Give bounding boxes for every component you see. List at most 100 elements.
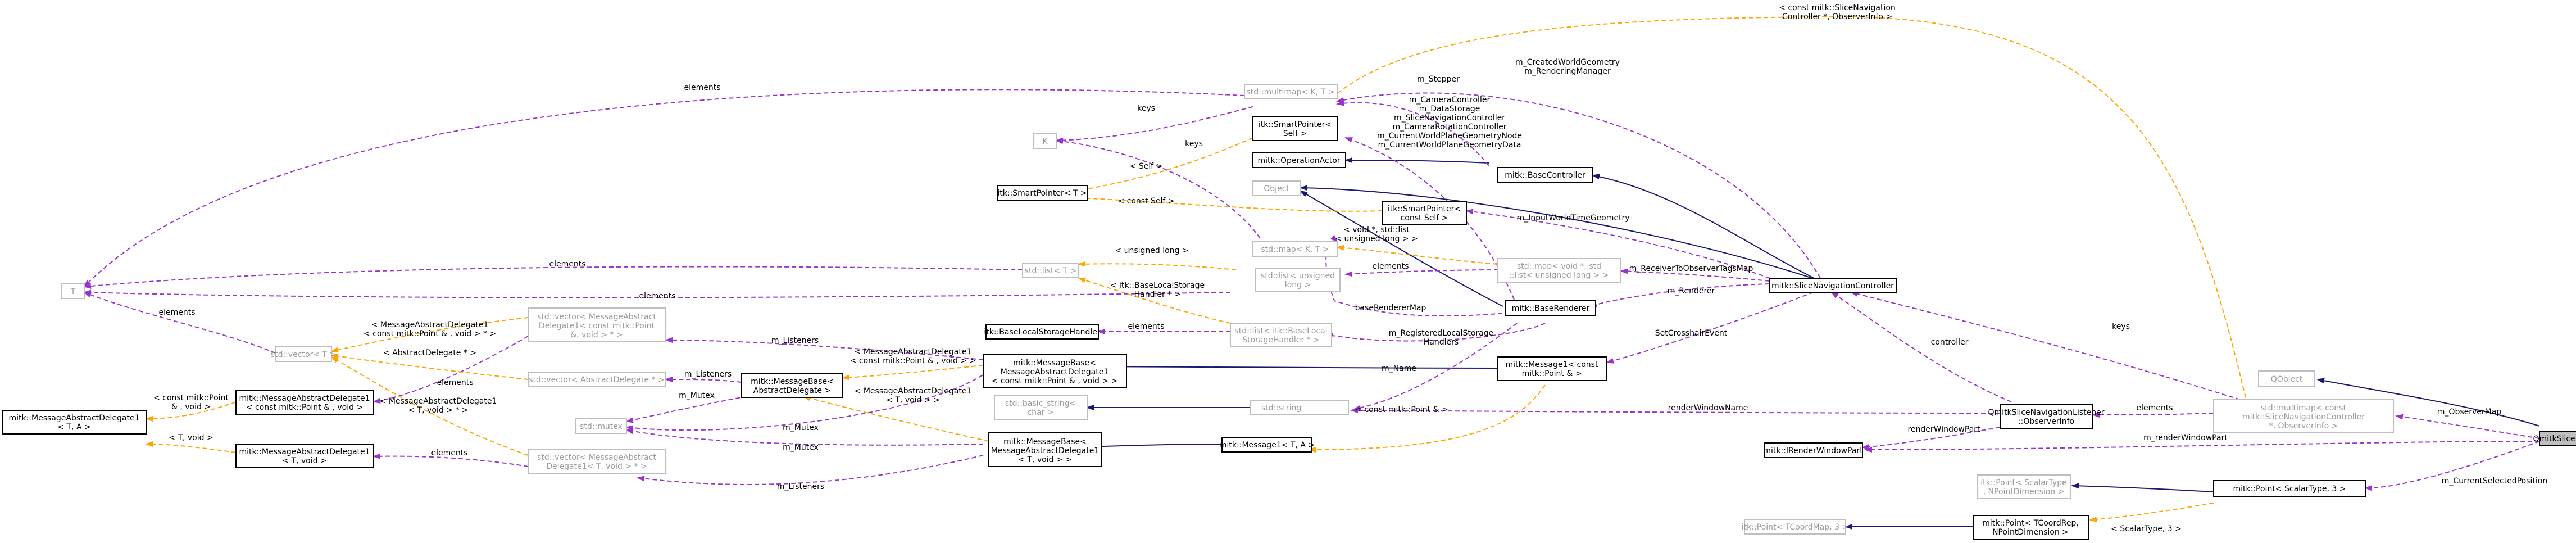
- edge-m-listeners-ab: [665, 377, 742, 383]
- node-std-list-t[interactable]: std::list< T >: [1022, 263, 1079, 278]
- svg-text:std::vector< AbstractDelegate: std::vector< AbstractDelegate * >: [529, 375, 665, 384]
- svg-text:QmitkSliceNavigationListener: QmitkSliceNavigationListener: [1988, 408, 2105, 417]
- node-base-controller[interactable]: mitk::BaseController: [1497, 167, 1593, 183]
- node-basic-string[interactable]: std::basic_string< char >: [994, 395, 1088, 420]
- label-keys-mid: keys: [1185, 139, 1203, 148]
- edge-m-listeners-bottom: [637, 455, 984, 485]
- label-observer-map: m_ObserverMap: [2437, 408, 2502, 417]
- svg-text:mitk::MessageAbstractDelegate1: mitk::MessageAbstractDelegate1: [8, 414, 139, 423]
- label-receiver-to-observer: m_ReceiverToObserverTagsMap: [1629, 264, 1753, 273]
- node-vector-mad-point[interactable]: std::vector< MessageAbstract Delegate1< …: [528, 307, 666, 342]
- node-std-string[interactable]: std::string: [1250, 400, 1349, 415]
- edge-keys-observer-map: [1850, 291, 2248, 402]
- node-itk-point-scalartype[interactable]: itk::Point< ScalarType , NPointDimension…: [1977, 474, 2071, 499]
- label-m-listeners-top: m_Listeners: [771, 336, 819, 345]
- label-camera-6: m_CurrentWorldPlaneGeometryData: [1378, 141, 1521, 150]
- node-object[interactable]: Object: [1252, 180, 1301, 196]
- node-message-abstract-delegate1-tvoid[interactable]: mitk::MessageAbstractDelegate1 < T, void…: [235, 444, 374, 468]
- svg-text:long >: long >: [1285, 280, 1311, 289]
- node-qobject[interactable]: QObject: [2258, 370, 2315, 387]
- node-smart-pointer-self[interactable]: itk::SmartPointer< Self >: [1252, 116, 1338, 141]
- node-list-base-local-storage[interactable]: std::list< itk::BaseLocal StorageHandler…: [1230, 323, 1332, 347]
- node-std-multimap-kt[interactable]: std::multimap< K, T >: [1244, 84, 1338, 99]
- edge-messagebase-tvoid-inherit: [1086, 444, 1223, 450]
- node-smart-pointer-const-self[interactable]: itk::SmartPointer< const Self >: [1382, 201, 1467, 225]
- node-k[interactable]: K: [1033, 133, 1057, 149]
- node-base-renderer[interactable]: mitk::BaseRenderer: [1505, 300, 1596, 316]
- node-message1-point[interactable]: mitk::Message1< const mitk::Point & >: [1497, 356, 1607, 381]
- svg-text:std::multimap< K, T >: std::multimap< K, T >: [1247, 88, 1335, 97]
- svg-text:K: K: [1042, 137, 1048, 146]
- edge-m-mutex-1: [625, 370, 989, 431]
- label-const-self-templ: < const Self >: [1117, 197, 1174, 206]
- node-map-void-list[interactable]: std::map< void *, std ::list< unsigned l…: [1497, 258, 1621, 283]
- node-multimap-observerinfo[interactable]: std::multimap< const mitk::SliceNavigati…: [2213, 399, 2394, 433]
- svg-text:std::list< unsigned: std::list< unsigned: [1261, 272, 1335, 280]
- label-m-mutex-ab: m_Mutex: [679, 391, 715, 400]
- edge-const-point-ref: [1308, 384, 1546, 452]
- node-slice-navigation-controller[interactable]: mitk::SliceNavigationController: [1769, 278, 1897, 293]
- svg-text:MessageAbstractDelegate1: MessageAbstractDelegate1: [1001, 368, 1109, 377]
- svg-text:< T, A >: < T, A >: [57, 423, 90, 432]
- node-std-list-ulong[interactable]: std::list< unsigned long >: [1255, 268, 1341, 292]
- svg-text:itk::BaseLocalStorageHandler: itk::BaseLocalStorageHandler: [984, 328, 1100, 337]
- svg-text:mitk::OperationActor: mitk::OperationActor: [1257, 156, 1340, 165]
- label-bls-templ-2: Handler * >: [1134, 290, 1181, 299]
- svg-text:&, void > * >: &, void > * >: [570, 331, 623, 340]
- svg-text:mitk::Point< TCoordRep,: mitk::Point< TCoordRep,: [1982, 519, 2079, 528]
- svg-text:QObject: QObject: [2271, 375, 2303, 384]
- node-base-local-storage-handler[interactable]: itk::BaseLocalStorageHandler: [984, 324, 1101, 340]
- edge-registered-local-storage: [1325, 323, 1546, 342]
- svg-text:std::vector< T >: std::vector< T >: [271, 350, 336, 359]
- label-created-world-geometry-2: m_RenderingManager: [1524, 67, 1611, 76]
- edge-unsigned-long-templ: [1078, 261, 1237, 270]
- node-message1-ta[interactable]: mitk::Message1< T, A >: [1219, 437, 1315, 452]
- node-message-base-tvoid[interactable]: mitk::MessageBase< MessageAbstractDelega…: [988, 432, 1102, 467]
- svg-text:mitk::Point< ScalarType, 3 >: mitk::Point< ScalarType, 3 >: [2233, 485, 2346, 494]
- label-self-templ: < Self >: [1130, 162, 1163, 171]
- node-qmitk-slice-navigation-listener[interactable]: QmitkSliceNavigationListener: [2533, 431, 2576, 446]
- node-vector-abstract-delegate[interactable]: std::vector< AbstractDelegate * >: [528, 372, 666, 387]
- node-render-window-part[interactable]: mitk::IRenderWindowPart: [1763, 442, 1863, 458]
- edge-render-window-part: [1864, 441, 2540, 452]
- edge-render-window-part-oi: [1861, 427, 2001, 450]
- svg-text:std::multimap< const: std::multimap< const: [2261, 404, 2347, 413]
- node-message-abstract-delegate1-point[interactable]: mitk::MessageAbstractDelegate1 < const m…: [235, 390, 374, 415]
- node-message-base-point[interactable]: mitk::MessageBase< MessageAbstractDelega…: [983, 354, 1127, 388]
- node-itk-point-tcoordmap[interactable]: itk::Point< TCoordMap, 3 >: [1742, 519, 1848, 535]
- node-t[interactable]: T: [61, 283, 85, 299]
- edge-elements-top: [83, 89, 1245, 288]
- node-observer-info[interactable]: QmitkSliceNavigationListener ::ObserverI…: [1988, 404, 2105, 429]
- node-vector-t[interactable]: std::vector< T >: [271, 346, 336, 362]
- edge-observer-map: [2395, 414, 2540, 439]
- svg-text:std::vector< MessageAbstract: std::vector< MessageAbstract: [537, 453, 656, 462]
- node-operation-actor[interactable]: mitk::OperationActor: [1252, 152, 1346, 168]
- edge-render-window-name: [1350, 408, 2001, 414]
- svg-text:mitk::MessageBase<: mitk::MessageBase<: [751, 377, 834, 386]
- label-mad-point-templ-2: < const mitk::Point & , void > * >: [364, 329, 496, 338]
- label-void-list-1: < void *, std::list: [1343, 225, 1410, 234]
- svg-text:itk::SmartPointer<: itk::SmartPointer<: [1388, 205, 1461, 214]
- label-mad-templ-tvoid-1: < MessageAbstractDelegate1: [855, 387, 972, 396]
- node-vector-mad-tvoid[interactable]: std::vector< MessageAbstract Delegate1< …: [528, 449, 666, 474]
- svg-text:mitk::SliceNavigationControlle: mitk::SliceNavigationController: [2242, 413, 2365, 422]
- svg-text:std::mutex: std::mutex: [580, 422, 623, 431]
- edge-void-list-templ: [1336, 245, 1498, 265]
- svg-text:Object: Object: [1264, 184, 1289, 193]
- label-input-world-time-geometry: m_InputWorldTimeGeometry: [1516, 214, 1629, 223]
- edge-t-void: [145, 441, 237, 453]
- node-smart-pointer-t[interactable]: itk::SmartPointer< T >: [997, 185, 1088, 201]
- node-message-base-abstract[interactable]: mitk::MessageBase< AbstractDelegate >: [741, 373, 843, 398]
- label-mad-point-templ-1: < MessageAbstractDelegate1: [371, 320, 489, 329]
- node-point-tcoordrep[interactable]: mitk::Point< TCoordRep, NPointDimension …: [1973, 515, 2089, 540]
- edge-set-crosshair-event: [1606, 289, 1821, 364]
- label-mad-templ-tvoid-2: < T, void > >: [886, 396, 940, 405]
- label-created-world-geometry-1: m_CreatedWorldGeometry: [1515, 58, 1620, 67]
- edge-mad-templ-tvoid: [802, 395, 989, 442]
- label-scalartype-3: < ScalarType, 3 >: [2111, 524, 2182, 533]
- node-std-mutex[interactable]: std::mutex: [575, 418, 627, 434]
- node-message-abstract-delegate1-ta[interactable]: mitk::MessageAbstractDelegate1 < T, A >: [2, 410, 147, 435]
- edge-itk-point-scalartype-inherit: [2071, 483, 2214, 492]
- node-point-scalartype[interactable]: mitk::Point< ScalarType, 3 >: [2213, 480, 2366, 497]
- node-std-map-kt[interactable]: std::map< K, T >: [1252, 241, 1338, 257]
